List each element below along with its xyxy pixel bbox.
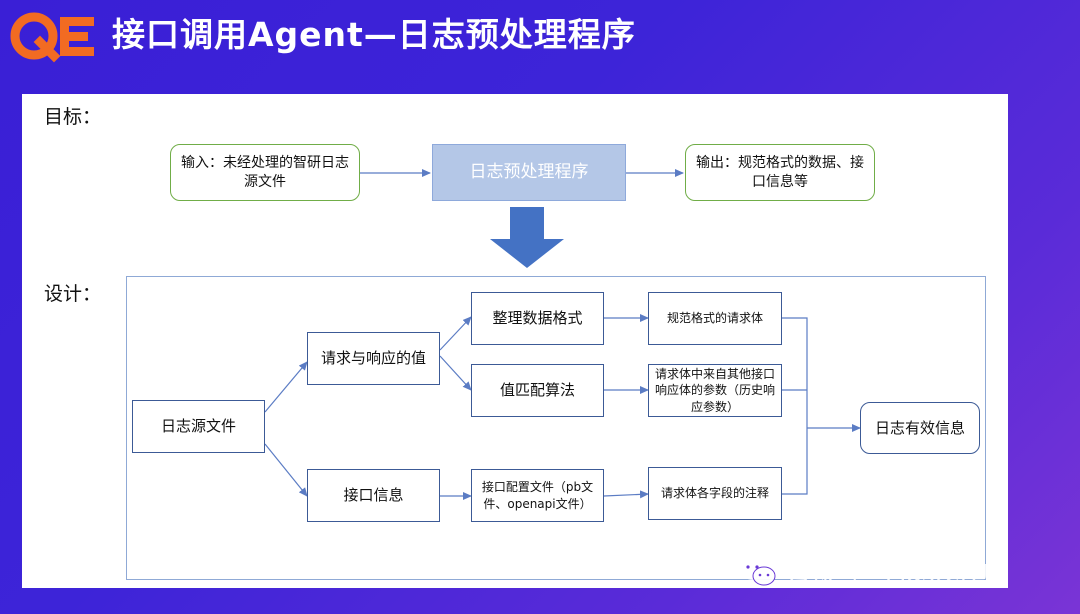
page-title: 接口调用Agent—日志预处理程序	[112, 15, 636, 54]
design-frame	[126, 276, 986, 580]
output-box: 输出：规范格式的数据、接口信息等	[685, 144, 875, 201]
connector-lines	[264, 169, 861, 500]
watermark-text: 公众号 · MasterLU	[786, 559, 1002, 588]
goal-label: 目标：	[44, 106, 102, 128]
qe-logo	[10, 12, 94, 63]
wechat-icon	[740, 558, 776, 586]
design-label: 设计：	[44, 283, 102, 305]
node-params: 请求体中来自其他接口响应体的参数（历史响应参数）	[648, 364, 782, 417]
down-arrow-icon	[490, 207, 564, 268]
watermark: 公众号 · MasterLU	[738, 552, 1001, 592]
node-standard-body: 规范格式的请求体	[648, 292, 782, 345]
process-box: 日志预处理程序	[432, 144, 626, 201]
node-request-response: 请求与响应的值	[307, 332, 440, 385]
node-annotations: 请求体各字段的注释	[648, 467, 782, 520]
node-log-source: 日志源文件	[132, 400, 265, 453]
node-api-info: 接口信息	[307, 469, 440, 522]
node-value-match: 值匹配算法	[471, 364, 604, 417]
node-format-data: 整理数据格式	[471, 292, 604, 345]
node-valid-info: 日志有效信息	[860, 402, 980, 454]
node-api-config: 接口配置文件（pb文件、openapi文件）	[471, 469, 604, 522]
input-box: 输入：未经处理的智研日志源文件	[170, 144, 360, 201]
content-panel: 目标： 设计： 输入：未经处理的智研日志源文件 日志预处理程序 输出：规范格式的…	[22, 94, 1008, 588]
